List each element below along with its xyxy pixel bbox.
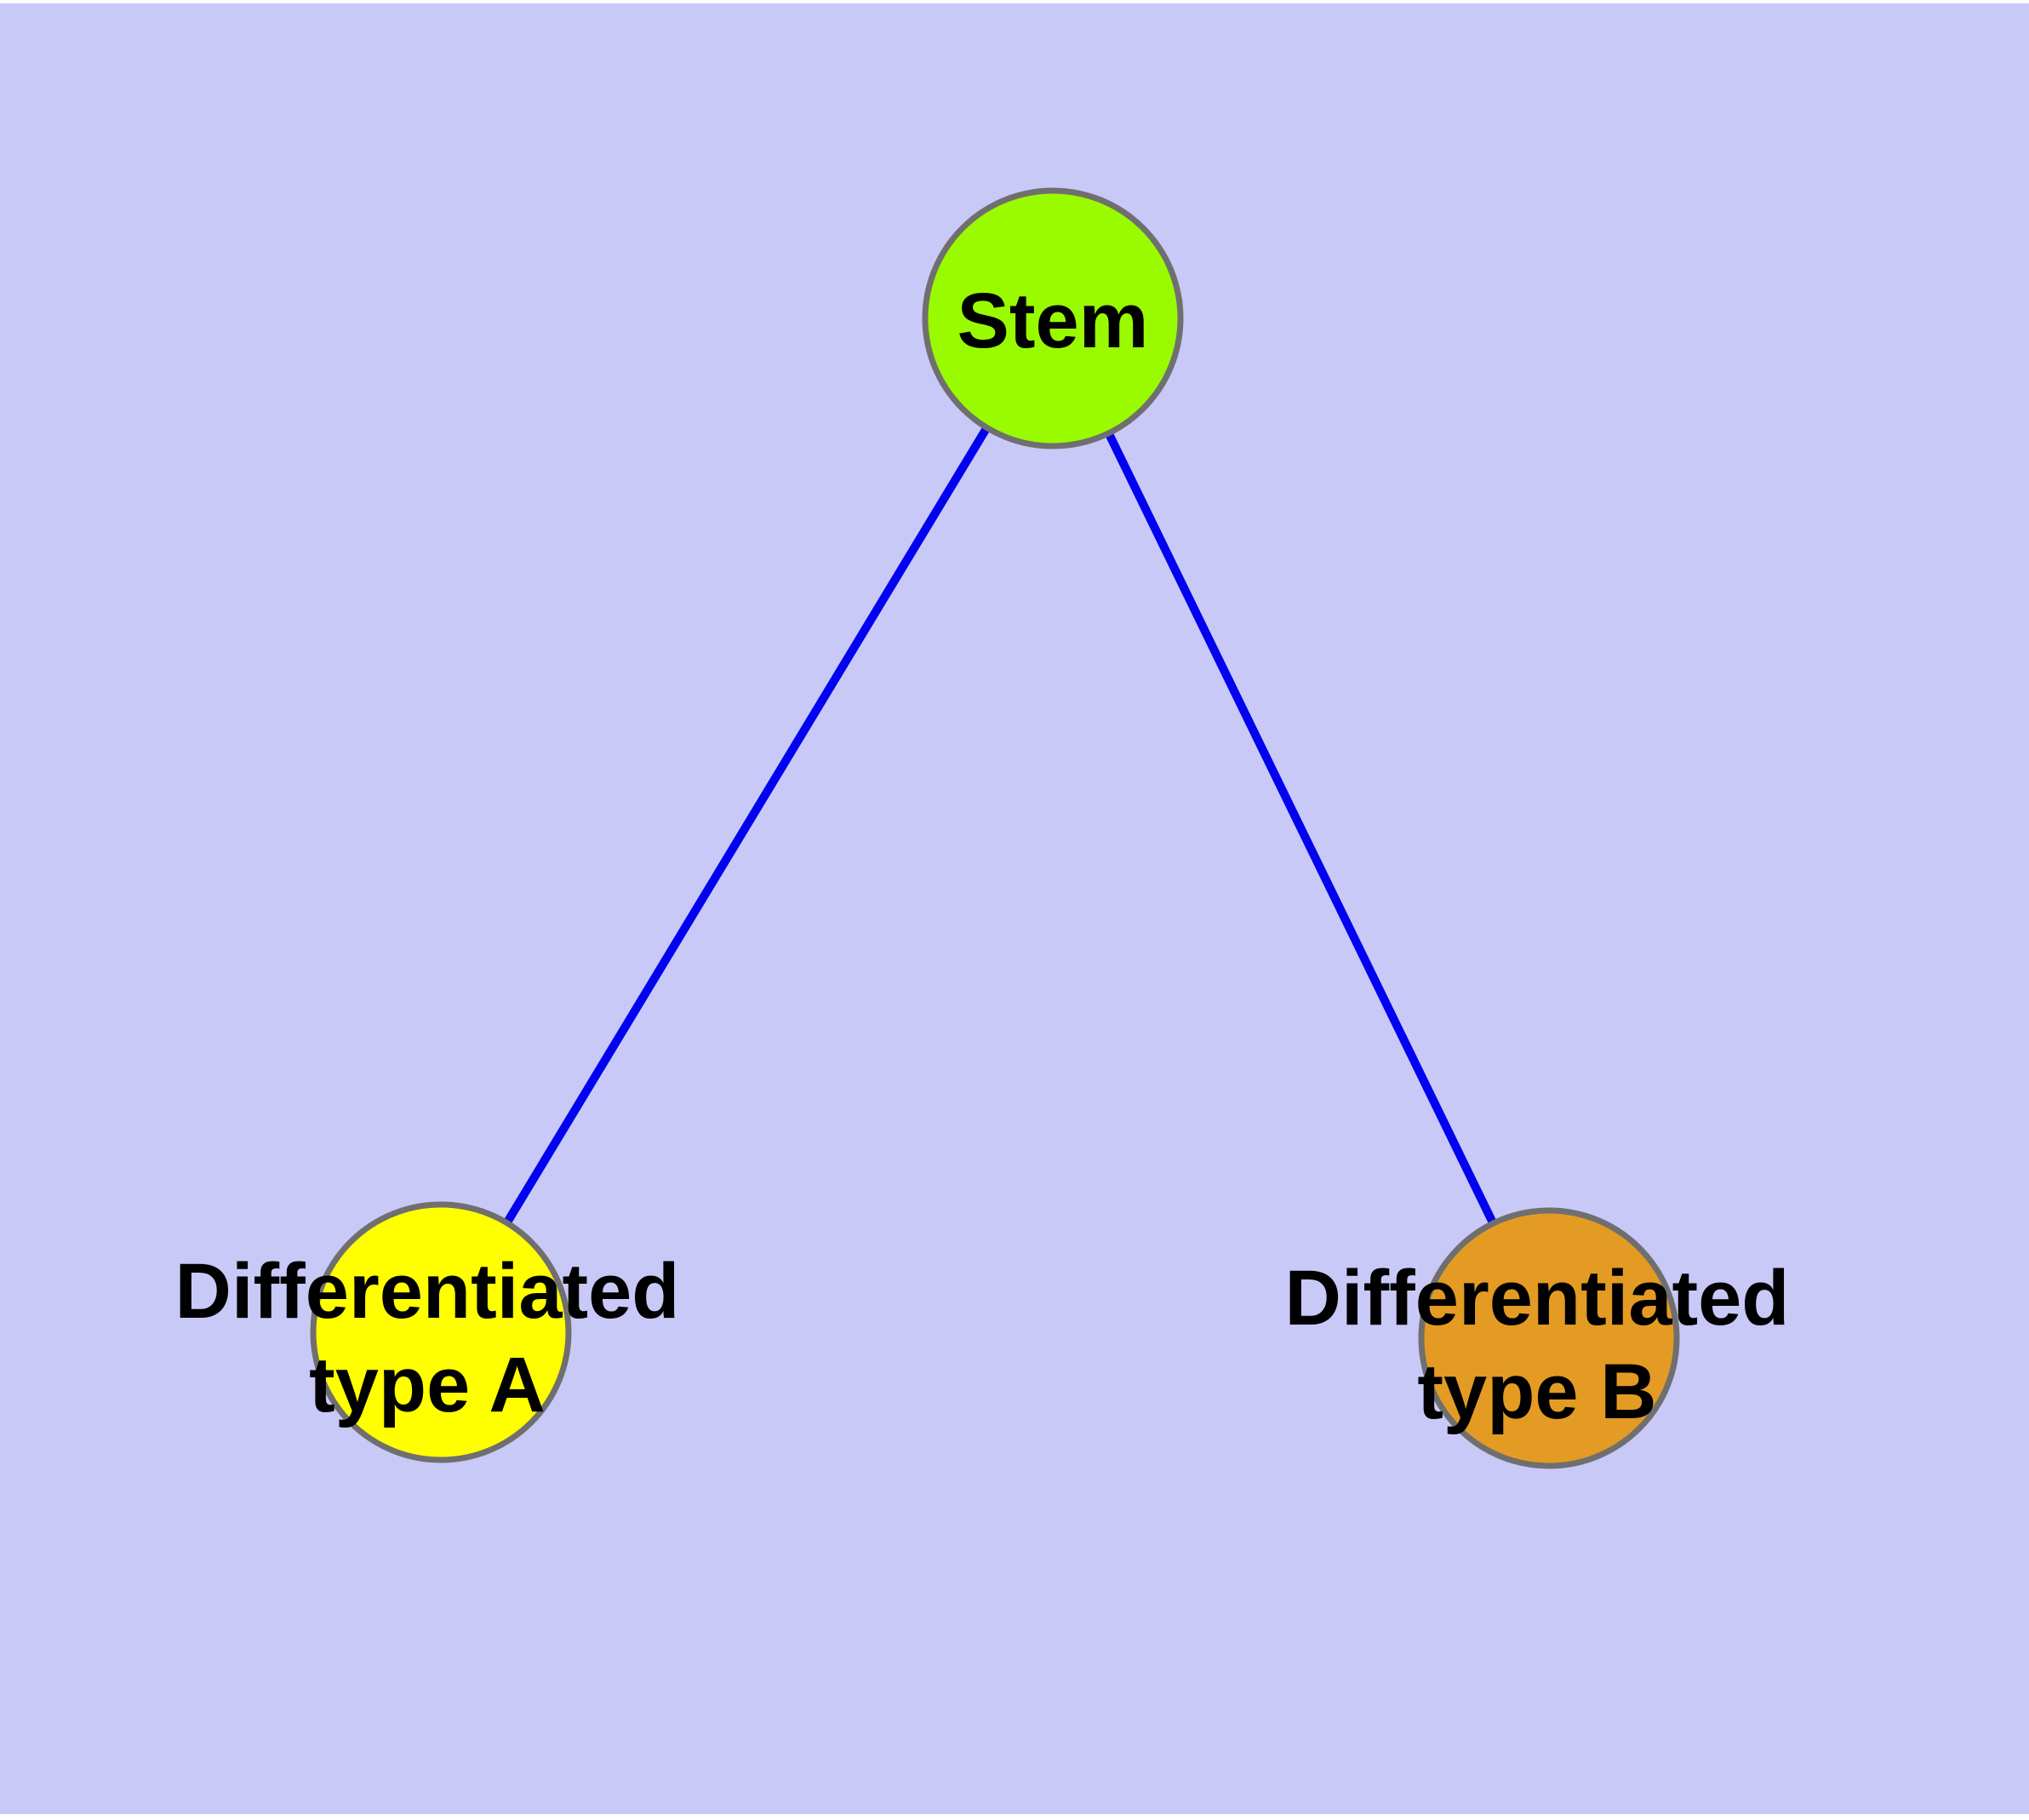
node-differentiated-type-b[interactable] [1418,1207,1680,1469]
node-type-b-label-line2: type B [1417,1348,1656,1435]
node-differentiated-type-a[interactable] [310,1201,572,1463]
node-type-b-label-line1: Differentiated [1285,1255,1790,1342]
node-type-a-label-line2: type A [309,1342,546,1428]
node-type-a-label-line1: Differentiated [175,1248,680,1335]
node-stem-label: Stem [957,278,1149,364]
node-stem[interactable] [922,187,1184,449]
edge-stem-to-type-b [1049,316,1553,1341]
edge-stem-to-type-a [437,316,1057,1335]
